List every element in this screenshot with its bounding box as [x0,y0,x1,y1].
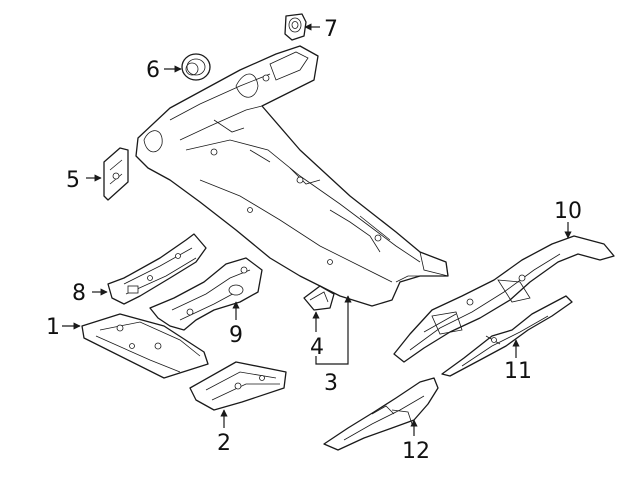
part-1-floor-panel [81,313,209,379]
callout-2: 2 [217,431,231,456]
callout-5: 5 [66,168,80,193]
callout-12: 12 [402,439,430,464]
part-2-floor-panel [189,361,287,411]
part-7-grommet [284,13,307,41]
callout-1: 1 [46,315,60,340]
part-10-side-rail [393,235,615,363]
callout-11: 11 [504,359,532,384]
callout-6: 6 [146,58,160,83]
leader-lines [62,23,572,436]
callout-10: 10 [554,199,582,224]
part-8-bracket [107,233,207,305]
callout-labels: 7 6 5 8 1 9 4 3 2 10 11 12 [46,17,582,464]
part-3-rear-floor-pan [135,45,449,307]
callout-8: 8 [72,281,86,306]
part-11-lower-rail [441,295,573,377]
callout-9: 9 [229,323,243,348]
callout-3: 3 [324,371,338,396]
part-6-plug [181,53,211,81]
part-5-bracket [103,147,129,201]
callout-7: 7 [324,17,338,42]
part-4-gusset [303,285,335,311]
callout-4: 4 [310,335,324,360]
leader-3 [315,295,352,365]
part-9-crossmember [149,257,263,331]
